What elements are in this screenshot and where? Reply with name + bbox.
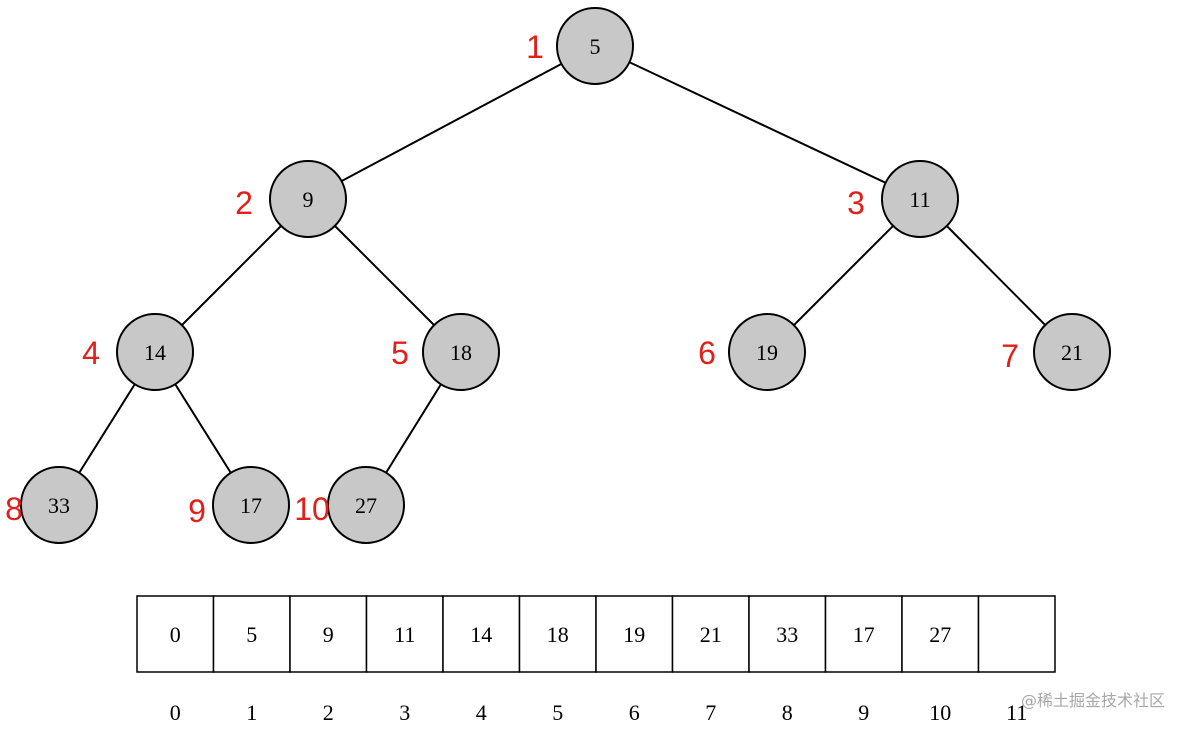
node-value: 33 bbox=[48, 493, 70, 518]
node-value: 18 bbox=[450, 340, 472, 365]
tree-node bbox=[116, 313, 194, 391]
array-cell-value: 14 bbox=[470, 622, 492, 647]
array-cell-value: 19 bbox=[623, 622, 645, 647]
tree-node bbox=[212, 466, 290, 544]
node-value: 14 bbox=[144, 340, 166, 365]
array-cell-value: 0 bbox=[170, 622, 181, 647]
array-index: 9 bbox=[858, 700, 869, 725]
tree-node bbox=[881, 160, 959, 238]
array-index: 7 bbox=[705, 700, 716, 725]
node-position-label: 8 bbox=[5, 491, 23, 527]
array-index: 10 bbox=[929, 700, 951, 725]
array-cell bbox=[595, 595, 674, 673]
tree-edge bbox=[594, 45, 921, 200]
node-value: 21 bbox=[1061, 340, 1083, 365]
array-cell-value: 11 bbox=[394, 622, 415, 647]
array-cell-value: 33 bbox=[776, 622, 798, 647]
node-value: 19 bbox=[756, 340, 778, 365]
array-cell bbox=[748, 595, 827, 673]
node-value: 17 bbox=[240, 493, 262, 518]
node-position-label: 5 bbox=[391, 335, 409, 371]
watermark: @稀土掘金技术社区 bbox=[1020, 691, 1165, 710]
array-index: 1 bbox=[246, 700, 257, 725]
node-position-label: 7 bbox=[1001, 338, 1019, 374]
tree-node bbox=[327, 466, 405, 544]
node-value: 27 bbox=[355, 493, 377, 518]
node-position-label: 2 bbox=[235, 185, 253, 221]
array-cell bbox=[901, 595, 980, 673]
array-cell bbox=[671, 595, 750, 673]
node-value: 5 bbox=[590, 34, 601, 59]
node-position-label: 1 bbox=[526, 29, 544, 65]
tree-edge bbox=[307, 45, 596, 200]
array-cell-value: 5 bbox=[246, 622, 257, 647]
array-cell-value: 9 bbox=[323, 622, 334, 647]
array-cell bbox=[824, 595, 903, 673]
array-cell-value: 21 bbox=[700, 622, 722, 647]
node-position-label: 6 bbox=[698, 335, 716, 371]
array-cell bbox=[518, 595, 597, 673]
array-index: 11 bbox=[1006, 700, 1027, 725]
array-cell bbox=[136, 595, 215, 673]
node-position-label: 3 bbox=[847, 185, 865, 221]
tree-node bbox=[1033, 313, 1111, 391]
array-cell bbox=[977, 595, 1056, 673]
tree-node bbox=[20, 466, 98, 544]
array-cell-value: 27 bbox=[929, 622, 951, 647]
array-index: 0 bbox=[170, 700, 181, 725]
array-cell bbox=[289, 595, 368, 673]
node-value: 11 bbox=[909, 187, 930, 212]
tree-node bbox=[269, 160, 347, 238]
array-cell-value: 17 bbox=[853, 622, 875, 647]
array-index: 3 bbox=[399, 700, 410, 725]
array-index: 6 bbox=[629, 700, 640, 725]
node-position-label: 4 bbox=[82, 335, 100, 371]
array-cell-value: 18 bbox=[547, 622, 569, 647]
array-index: 5 bbox=[552, 700, 563, 725]
array-cell bbox=[442, 595, 521, 673]
tree-node bbox=[556, 7, 634, 85]
array-index: 4 bbox=[476, 700, 487, 725]
array-index: 8 bbox=[782, 700, 793, 725]
node-value: 9 bbox=[303, 187, 314, 212]
node-position-label: 9 bbox=[188, 493, 206, 529]
tree-node bbox=[422, 313, 500, 391]
tree-node bbox=[728, 313, 806, 391]
array-cell bbox=[365, 595, 444, 673]
array-index: 2 bbox=[323, 700, 334, 725]
node-position-label: 10 bbox=[294, 491, 330, 527]
